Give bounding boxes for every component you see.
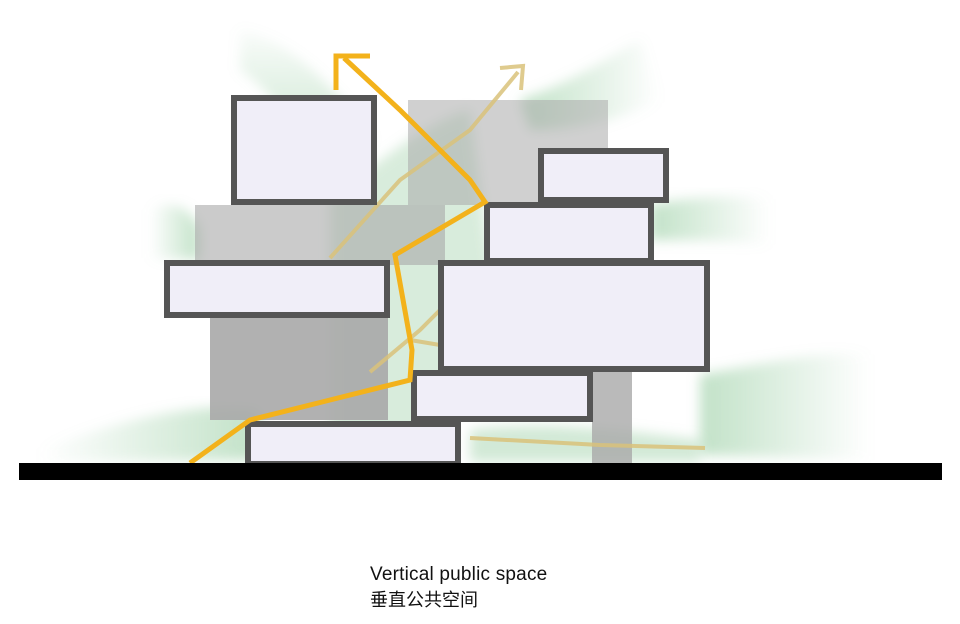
building-blocks: [164, 95, 710, 467]
block-top-right: [538, 148, 669, 203]
caption-english: Vertical public space: [370, 564, 548, 585]
block-large-right: [438, 260, 710, 372]
block-top-left: [231, 95, 377, 205]
arrow-up-left-icon: [333, 53, 370, 90]
block-lower-center: [411, 370, 593, 422]
block-upper-right: [484, 202, 654, 264]
block-left-cantilever: [164, 260, 390, 318]
shadow-volume-mid-left: [195, 205, 445, 265]
caption-chinese: 垂直公共空间: [370, 590, 478, 611]
shadow-volume-low-right: [592, 370, 632, 465]
ground-line: [19, 463, 942, 480]
block-bottom: [245, 421, 461, 467]
arrow-up-right-icon: [499, 63, 526, 91]
primary-circulation-path: [188, 53, 489, 466]
caption: Vertical public space 垂直公共空间: [370, 562, 547, 614]
shadow-volume-low-left: [210, 315, 388, 420]
